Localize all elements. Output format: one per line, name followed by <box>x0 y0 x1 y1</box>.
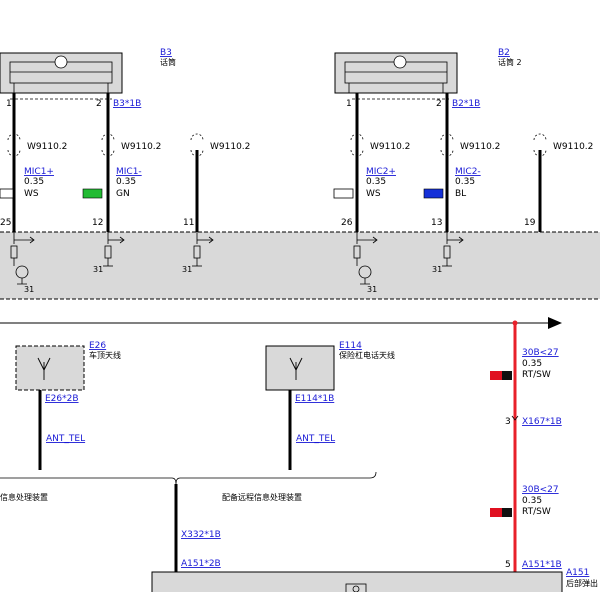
shield-label-5: W9110.2 <box>460 142 500 152</box>
arrow-right-icon <box>548 317 562 329</box>
e114-signal[interactable]: ANT_TEL <box>296 434 335 444</box>
shield-label-1: W9110.2 <box>27 142 67 152</box>
b3-pin-1: 1 <box>6 99 12 109</box>
swatch-white-2 <box>333 188 354 199</box>
microphone-b2-id[interactable]: B2 <box>498 48 510 58</box>
b2-pin-1: 1 <box>346 99 352 109</box>
power-wire2-name[interactable]: 30B<27 <box>522 485 559 495</box>
pin-25: 25 <box>0 218 11 228</box>
power-wire1-gauge: 0.35 <box>522 359 542 369</box>
antenna-icon <box>289 357 303 380</box>
b2-connector[interactable]: B2*1B <box>452 99 480 109</box>
shield-label-3: W9110.2 <box>210 142 250 152</box>
power-wire2-gauge: 0.35 <box>522 496 542 506</box>
antenna-e114[interactable] <box>265 345 335 391</box>
svg-text:31: 31 <box>93 265 103 274</box>
upper-module[interactable] <box>0 231 600 300</box>
swatch-white <box>0 188 14 199</box>
module-a151-id[interactable]: A151 <box>566 568 589 578</box>
module-a151-name: 后部弹出 <box>566 578 598 588</box>
microphone-b2-name: 话筒 2 <box>498 57 522 67</box>
x332-connector[interactable]: X332*1B <box>181 530 221 540</box>
pin-11: 11 <box>183 218 194 228</box>
microphone-b3-name: 话筒 <box>160 57 176 67</box>
wire-mic1-plus[interactable]: MIC1+ <box>24 167 54 177</box>
wire-mic2-plus[interactable]: MIC2+ <box>366 167 396 177</box>
shield-label-2: W9110.2 <box>121 142 161 152</box>
antenna-e26-id[interactable]: E26 <box>89 341 106 351</box>
swatch-blue <box>423 188 444 199</box>
wire-mic2-minus[interactable]: MIC2- <box>455 167 481 177</box>
shield-icon <box>7 133 547 157</box>
antenna-e26[interactable] <box>15 345 85 391</box>
b3-pin-2: 2 <box>96 99 102 109</box>
b3-connector[interactable]: B3*1B <box>113 99 141 109</box>
antenna-icon <box>37 357 51 380</box>
power-mid-pin: 3 <box>505 417 511 427</box>
branch-left-label: 信息处理装置 <box>0 492 48 502</box>
e26-signal[interactable]: ANT_TEL <box>46 434 85 444</box>
power-wire1-color: RT/SW <box>522 370 551 380</box>
antenna-e26-name: 车顶天线 <box>89 350 121 360</box>
antenna-e114-id[interactable]: E114 <box>339 341 362 351</box>
e26-connector[interactable]: E26*2B <box>45 394 79 404</box>
swatch-red-black-2 <box>490 508 512 517</box>
a151-2b-connector[interactable]: A151*2B <box>181 559 221 569</box>
pin-12: 12 <box>92 218 103 228</box>
wire-mic2-plus-color: WS <box>366 189 381 199</box>
power-wire1-name[interactable]: 30B<27 <box>522 348 559 358</box>
svg-text:31: 31 <box>24 285 34 294</box>
power-wire2-color: RT/SW <box>522 507 551 517</box>
power-end-pin: 5 <box>505 560 511 570</box>
svg-text:31: 31 <box>432 265 442 274</box>
shield-label-4: W9110.2 <box>370 142 410 152</box>
svg-text:31: 31 <box>182 265 192 274</box>
microphone-b3-id[interactable]: B3 <box>160 48 172 58</box>
b2-pin-2: 2 <box>436 99 442 109</box>
branch-right-label: 配备远程信息处理装置 <box>222 492 302 502</box>
pin-26: 26 <box>341 218 353 228</box>
swatch-red-black <box>490 371 512 380</box>
wire-mic1-plus-color: WS <box>24 189 39 199</box>
wire-mic1-minus-gauge: 0.35 <box>116 177 136 187</box>
microphone-b2[interactable] <box>334 52 458 94</box>
wire-mic1-plus-gauge: 0.35 <box>24 177 44 187</box>
module-a151[interactable] <box>151 571 563 592</box>
a151-1b-connector[interactable]: A151*1B <box>522 560 562 570</box>
wire-mic1-minus-color: GN <box>116 189 130 199</box>
svg-text:31: 31 <box>367 285 377 294</box>
ground-icon: 31 31 31 31 31 <box>24 265 442 294</box>
swatch-green <box>82 188 103 199</box>
microphone-b3[interactable] <box>0 52 123 94</box>
antenna-e114-name: 保险杠电话天线 <box>339 350 395 360</box>
wire-mic2-minus-gauge: 0.35 <box>455 177 475 187</box>
pin-13: 13 <box>431 218 442 228</box>
wire-mic2-minus-color: BL <box>455 189 466 199</box>
x167-connector[interactable]: X167*1B <box>522 417 562 427</box>
wire-mic2-plus-gauge: 0.35 <box>366 177 386 187</box>
pin-19: 19 <box>524 218 536 228</box>
wire-mic1-minus[interactable]: MIC1- <box>116 167 142 177</box>
e114-connector[interactable]: E114*1B <box>295 394 334 404</box>
shield-label-6: W9110.2 <box>553 142 593 152</box>
